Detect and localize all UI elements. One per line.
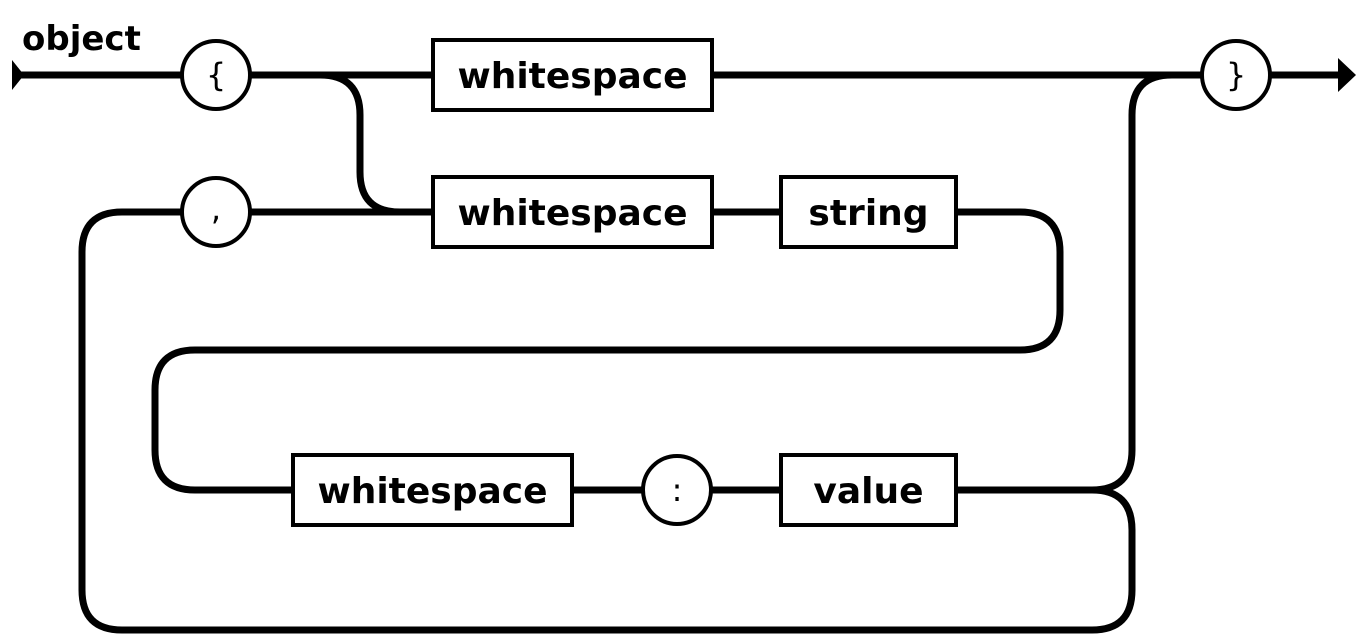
string-node: string — [779, 175, 958, 249]
string-label: string — [808, 193, 928, 234]
whitespace-colon-label: whitespace — [317, 471, 547, 512]
comma-label: , — [211, 190, 221, 228]
whitespace-colon-node: whitespace — [291, 453, 574, 527]
entry-marker — [12, 60, 24, 90]
close-brace-node: } — [1200, 39, 1272, 111]
open-brace-label: { — [206, 56, 226, 94]
value-label: value — [813, 471, 923, 512]
rail-string-loop — [151, 208, 1064, 494]
diagram-title: object — [22, 19, 141, 59]
rail-value-loop-to-comma — [78, 208, 1136, 634]
open-brace-node: { — [180, 39, 252, 111]
rail-branch-to-key — [319, 71, 433, 216]
colon-node: : — [641, 454, 713, 526]
close-brace-label: } — [1226, 56, 1246, 94]
colon-label: : — [672, 471, 683, 509]
whitespace-top-node: whitespace — [431, 38, 714, 112]
rail-value-to-close — [956, 71, 1202, 494]
exit-arrow-icon — [1338, 58, 1356, 92]
whitespace-key-label: whitespace — [457, 193, 687, 234]
whitespace-top-label: whitespace — [457, 56, 687, 97]
value-node: value — [779, 453, 958, 527]
whitespace-key-node: whitespace — [431, 175, 714, 249]
comma-node: , — [180, 176, 252, 248]
